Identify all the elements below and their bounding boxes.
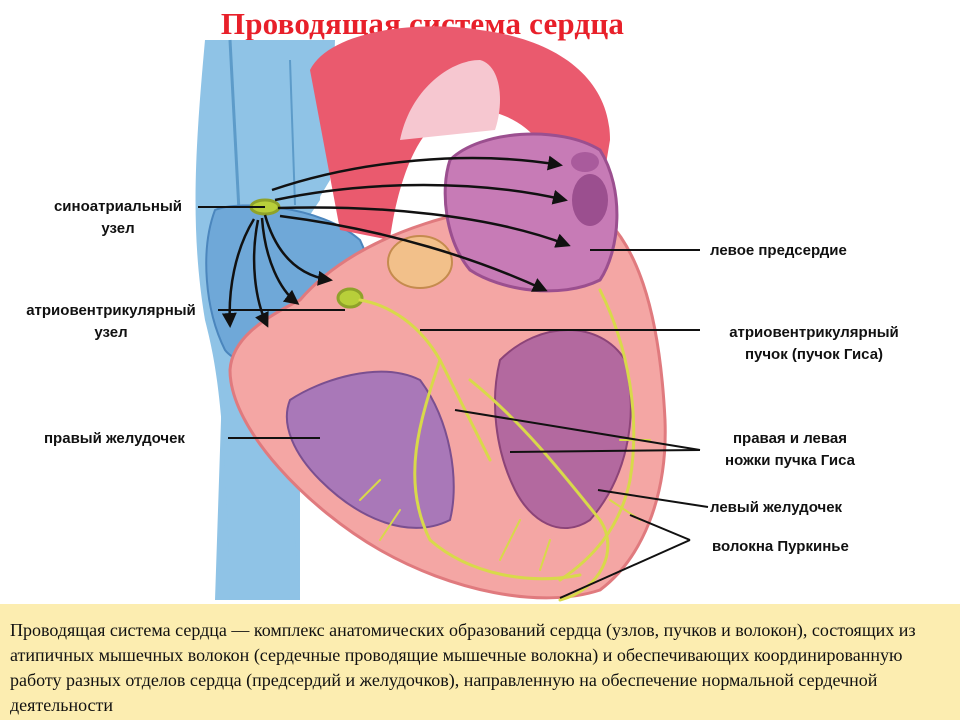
- right-bundle-branch: [413, 358, 582, 581]
- label-left-atrium: левое предсердие: [710, 242, 847, 259]
- pointer-lines: [198, 206, 709, 599]
- label-sa-node-line1: синоатриальный: [53, 198, 183, 215]
- label-bundle-branches-line2: ножки пучка Гиса: [725, 452, 855, 469]
- left-atrium: [443, 132, 619, 293]
- caption-text: Проводящая система сердца — комплекс ана…: [10, 620, 916, 715]
- conduction-system: [249, 198, 651, 602]
- label-bundle-branches-line1: правая и левая: [732, 430, 848, 447]
- label-sa-node: синоатриальный узел: [38, 196, 198, 240]
- impulse-arrows: [221, 155, 571, 328]
- label-right-ventricle: правый желудочек: [44, 430, 185, 447]
- right-ventricle: [285, 370, 455, 529]
- label-bundle-branches: правая и левая ножки пучка Гиса: [702, 428, 878, 472]
- left-bundle-branch: [468, 378, 610, 602]
- left-ventricle: [494, 329, 632, 530]
- label-purkinje-fibers: волокна Пуркинье: [712, 538, 849, 555]
- purkinje-fibers-1: [558, 288, 636, 582]
- av-node: [336, 287, 364, 309]
- label-his-bundle-line2: пучок (пучок Гиса): [744, 346, 884, 363]
- label-av-node-line1: атриовентрикулярный: [26, 302, 196, 319]
- label-av-node-line2: узел: [94, 324, 128, 341]
- label-sa-node-line2: узел: [101, 220, 135, 237]
- heart-illustration: [195, 26, 709, 602]
- label-his-bundle: атриовентрикулярный пучок (пучок Гиса): [704, 322, 924, 366]
- label-left-ventricle: левый желудочек: [710, 499, 843, 516]
- caption-box: Проводящая система сердца — комплекс ана…: [0, 604, 960, 720]
- label-his-bundle-line1: атриовентрикулярный: [729, 324, 899, 341]
- purkinje-fibers-2: [359, 439, 651, 571]
- label-av-node: атриовентрикулярный узел: [4, 300, 218, 344]
